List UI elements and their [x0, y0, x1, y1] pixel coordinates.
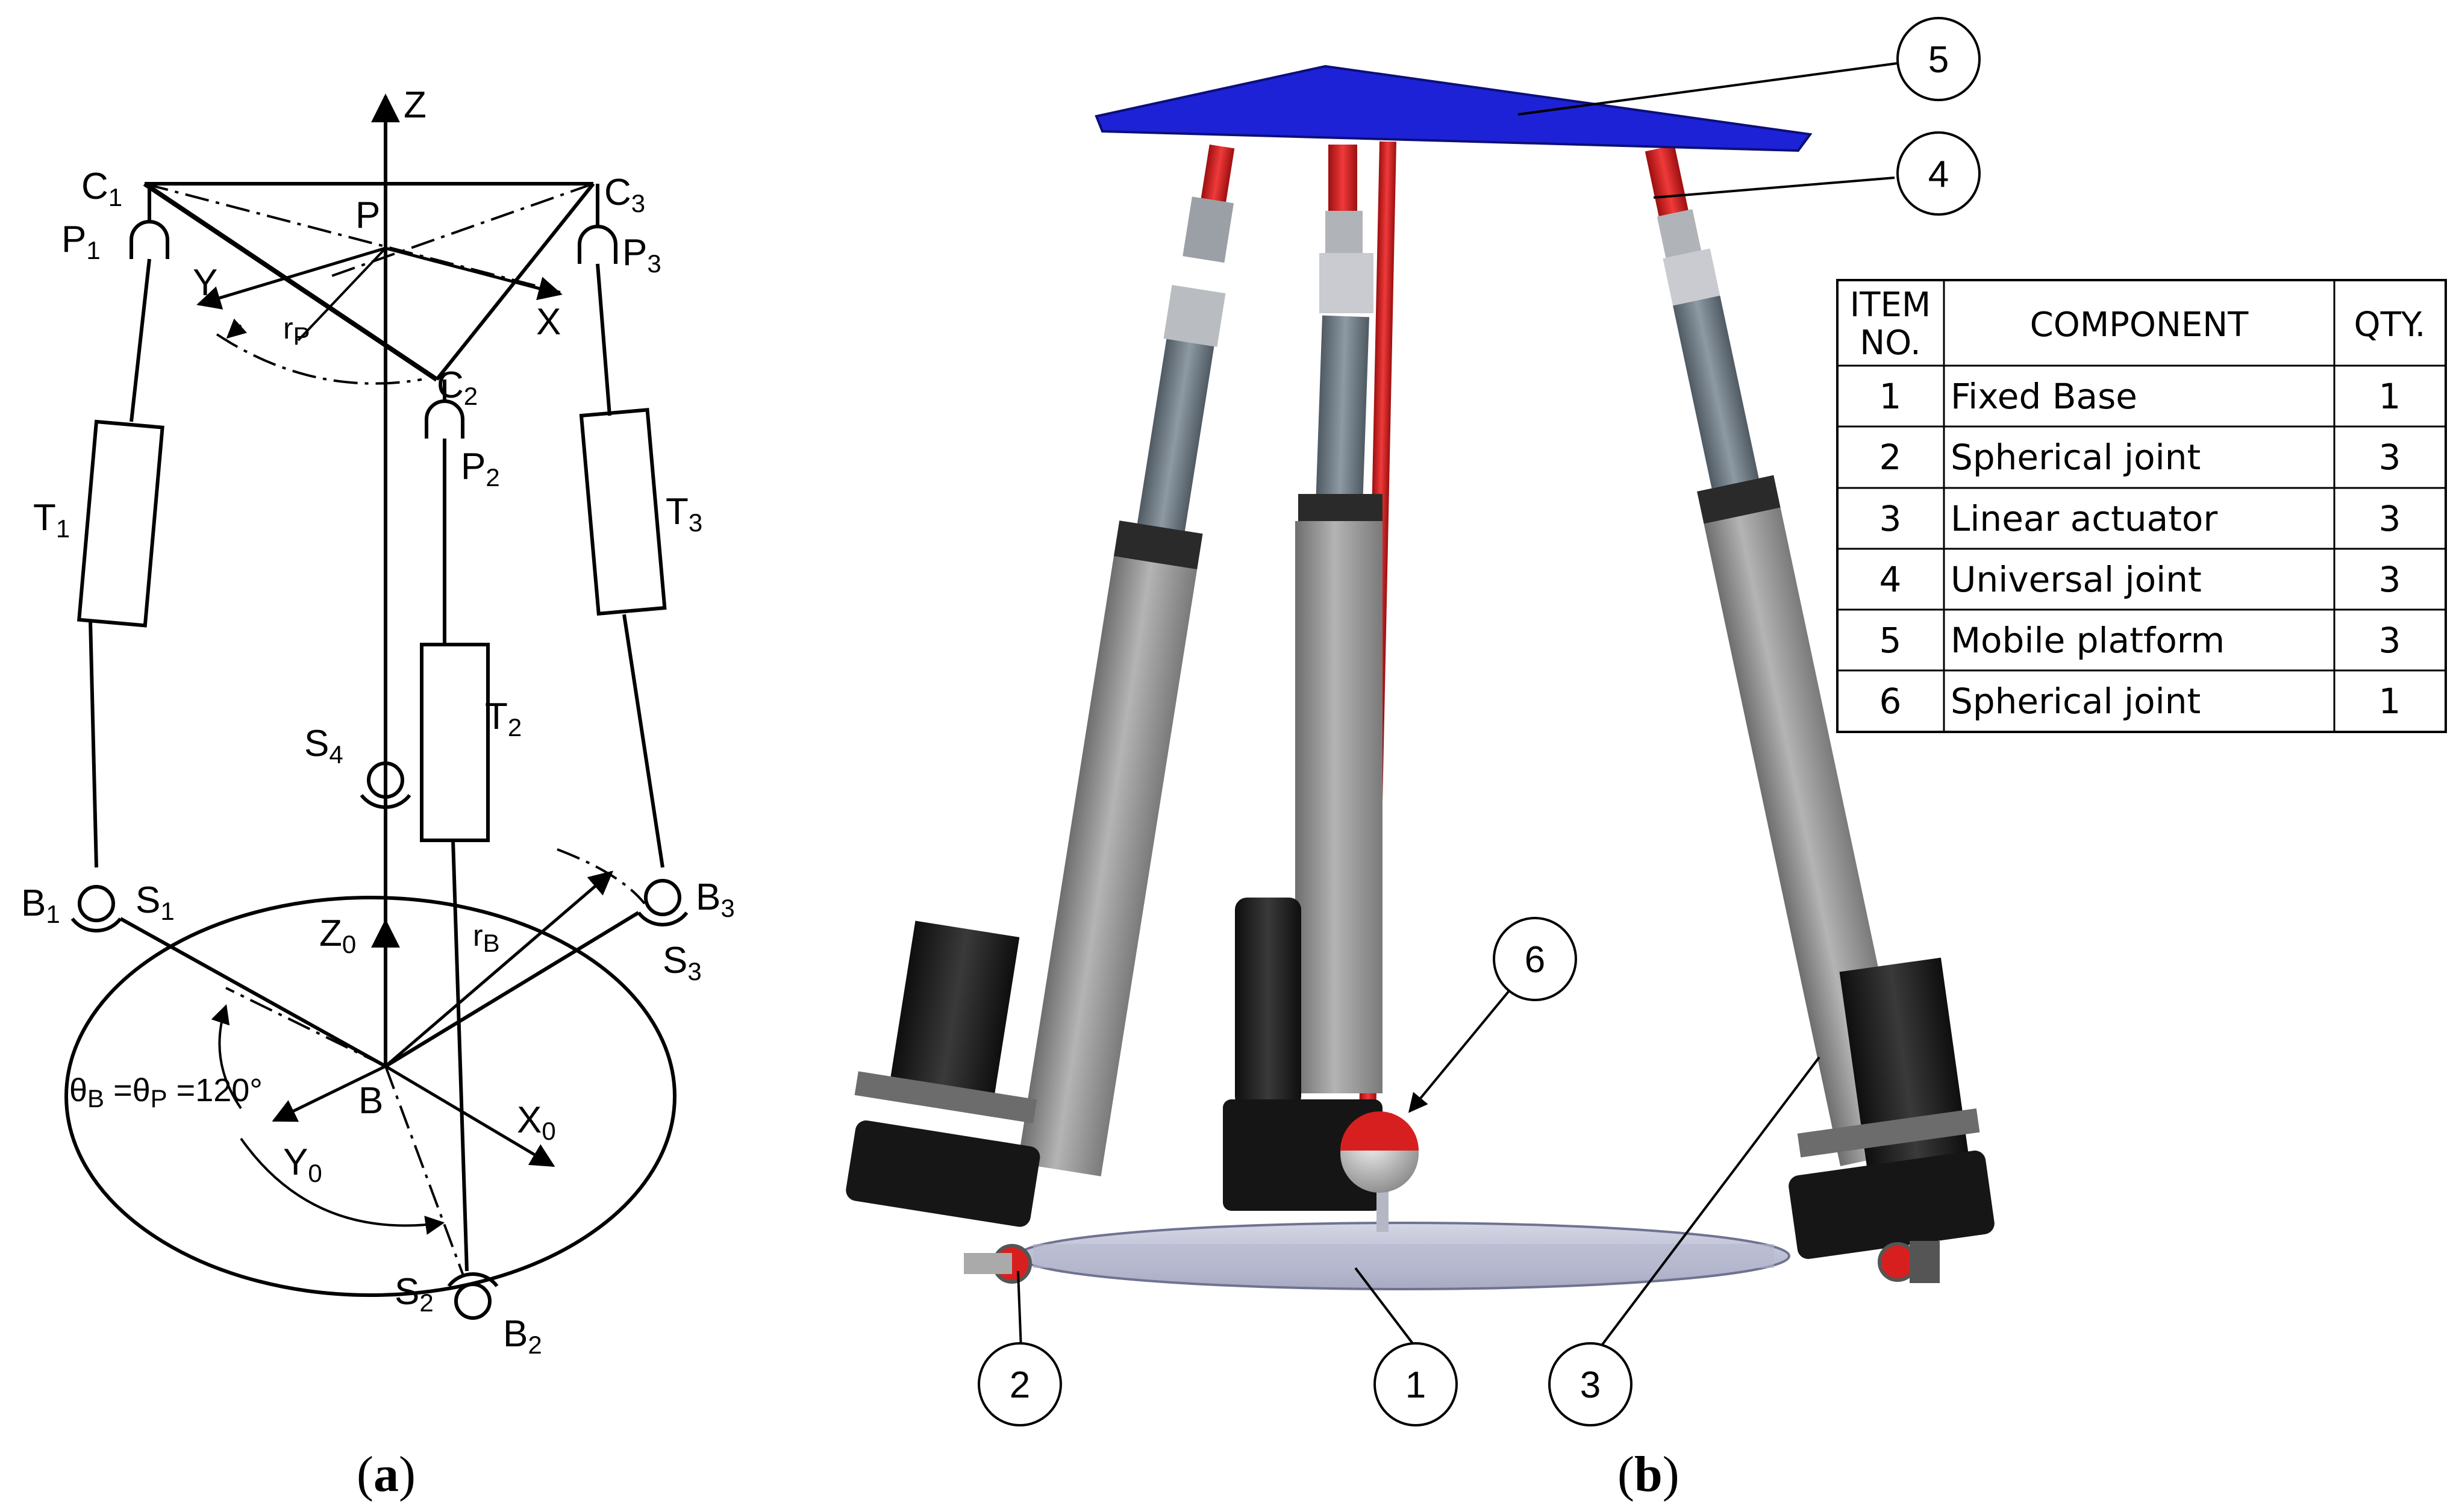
svg-text:4: 4 — [1928, 154, 1949, 195]
svg-text:1: 1 — [2379, 681, 2401, 722]
svg-text:T3: T3 — [666, 491, 702, 537]
callout-numbers: 5 4 6 2 1 3 — [1010, 39, 1949, 1406]
callout-6 — [1493, 917, 1577, 1001]
svg-text:P2: P2 — [461, 446, 500, 492]
svg-text:Mobile platform: Mobile platform — [1951, 620, 2225, 661]
bom-header: ITEM NO. COMPONENT QTY. — [1850, 286, 2426, 363]
svg-text:Linear actuator: Linear actuator — [1951, 498, 2217, 539]
svg-text:3: 3 — [2379, 559, 2401, 600]
svg-text:B: B — [358, 1080, 383, 1122]
svg-text:B2: B2 — [503, 1313, 542, 1359]
svg-text:1: 1 — [1405, 1364, 1426, 1406]
svg-text:P: P — [355, 195, 380, 236]
svg-text:Universal joint: Universal joint — [1951, 559, 2202, 600]
callout-1 — [1373, 1342, 1458, 1426]
svg-text:θB =θP =120°: θB =θP =120° — [69, 1072, 263, 1113]
svg-text:3: 3 — [2379, 498, 2401, 539]
svg-text:6: 6 — [1525, 939, 1545, 981]
svg-text:Y: Y — [193, 262, 217, 304]
svg-text:QTY.: QTY. — [2354, 305, 2426, 345]
callout-4 — [1896, 131, 1981, 216]
bom-table: ITEM NO. COMPONENT QTY. 1 Fixed Base 1 2… — [1836, 279, 2447, 733]
schematic-diagram-a — [64, 93, 689, 1320]
callout-2 — [978, 1342, 1062, 1426]
svg-text:B1: B1 — [21, 883, 60, 928]
svg-text:1: 1 — [1879, 376, 1902, 417]
svg-text:S4: S4 — [304, 723, 343, 769]
caption-a: (a) — [357, 1446, 416, 1502]
svg-text:C2: C2 — [437, 364, 478, 410]
svg-text:S2: S2 — [395, 1271, 434, 1317]
svg-text:Z: Z — [404, 84, 426, 126]
svg-text:Fixed Base: Fixed Base — [1951, 376, 2137, 417]
svg-text:S1: S1 — [136, 879, 175, 925]
callout-3 — [1548, 1342, 1633, 1426]
table-row: 4 Universal joint 3 — [1879, 559, 2401, 600]
svg-text:Spherical joint: Spherical joint — [1951, 681, 2201, 722]
table-row: 2 Spherical joint 3 — [1879, 437, 2401, 478]
svg-text:1: 1 — [2379, 376, 2401, 417]
svg-text:P1: P1 — [61, 219, 101, 264]
svg-text:rP: rP — [283, 311, 310, 350]
svg-text:3: 3 — [1879, 498, 1902, 539]
svg-text:C3: C3 — [604, 172, 645, 217]
svg-text:rB: rB — [473, 919, 500, 957]
svg-text:COMPONENT: COMPONENT — [2030, 305, 2249, 345]
svg-text:5: 5 — [1928, 39, 1949, 81]
cad-render-b — [846, 64, 1995, 1290]
mobile-platform — [1095, 64, 1813, 152]
svg-text:ITEM: ITEM — [1850, 286, 1931, 325]
callout-balloons — [978, 17, 1981, 1426]
svg-text:T2: T2 — [485, 696, 522, 742]
svg-text:3: 3 — [2379, 620, 2401, 661]
table-row: 1 Fixed Base 1 — [1879, 376, 2401, 417]
callout-5 — [1896, 17, 1981, 101]
svg-text:6: 6 — [1879, 681, 1902, 722]
svg-text:4: 4 — [1879, 559, 1902, 600]
callout-leaders — [1017, 62, 1898, 1354]
base-ellipse — [64, 896, 676, 1297]
svg-text:C1: C1 — [81, 166, 122, 211]
svg-text:T1: T1 — [33, 497, 70, 543]
svg-text:P3: P3 — [622, 232, 661, 278]
schematic-labels: Z C1 C3 P P1 P3 Y X rP C2 P2 T1 T3 T2 S4… — [21, 84, 735, 1359]
svg-text:Y0: Y0 — [283, 1142, 322, 1187]
bom-rows: 1 Fixed Base 1 2 Spherical joint 3 3 Lin… — [1879, 376, 2401, 722]
svg-text:NO.: NO. — [1860, 323, 1921, 363]
caption-b: (b) — [1617, 1446, 1679, 1502]
svg-text:3: 3 — [1580, 1364, 1601, 1406]
svg-text:Z0: Z0 — [319, 913, 356, 958]
svg-text:S3: S3 — [663, 940, 702, 986]
svg-text:2: 2 — [1879, 437, 1902, 478]
table-row: 3 Linear actuator 3 — [1879, 498, 2401, 539]
svg-text:5: 5 — [1879, 620, 1902, 661]
svg-text:Spherical joint: Spherical joint — [1951, 437, 2201, 478]
svg-text:B3: B3 — [696, 876, 735, 922]
table-row: 5 Mobile platform 3 — [1879, 620, 2401, 661]
svg-text:2: 2 — [1010, 1364, 1030, 1406]
table-row: 6 Spherical joint 1 — [1879, 681, 2401, 722]
left-actuator — [1017, 144, 1235, 1176]
svg-text:X: X — [536, 301, 561, 343]
svg-text:X0: X0 — [517, 1099, 556, 1145]
svg-text:3: 3 — [2379, 437, 2401, 478]
